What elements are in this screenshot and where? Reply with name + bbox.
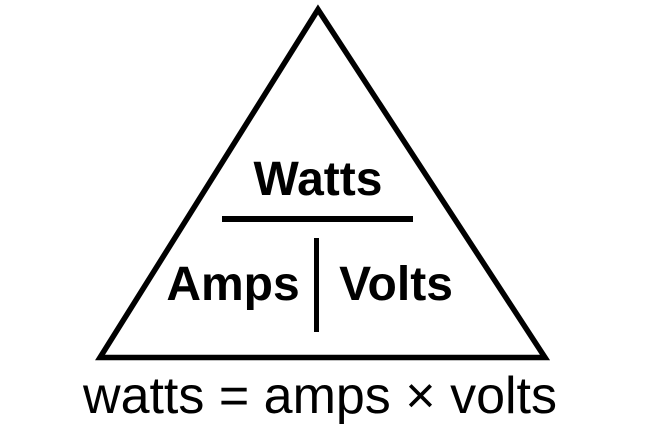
formula-text: watts = amps × volts bbox=[83, 367, 557, 425]
amps-label: Amps bbox=[166, 258, 300, 311]
volts-label: Volts bbox=[339, 258, 453, 311]
triangle-outline bbox=[95, 4, 551, 361]
watts-label: Watts bbox=[253, 153, 383, 206]
